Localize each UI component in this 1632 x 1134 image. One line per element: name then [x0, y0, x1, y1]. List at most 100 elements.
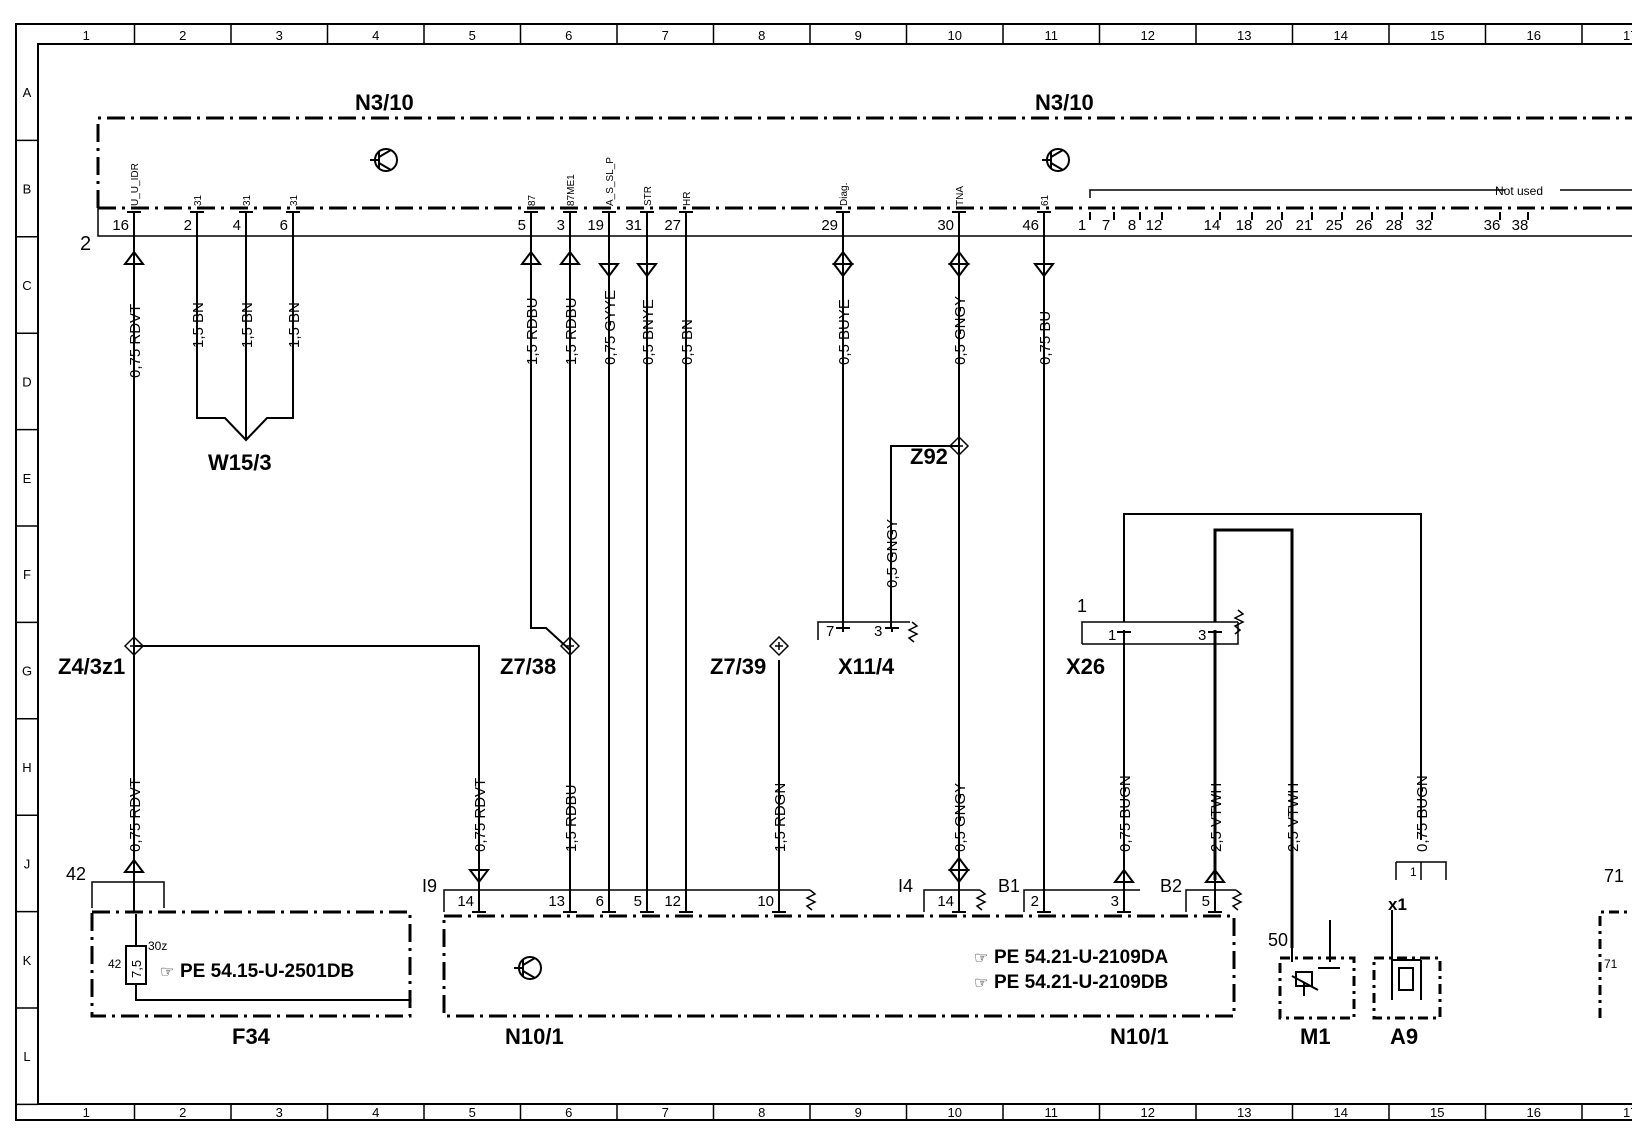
grid-row-label: E	[23, 471, 32, 486]
wire-z4-right	[134, 645, 480, 880]
pin-number: 4	[233, 217, 241, 234]
wire-label-z4-down: 0,75 RDVT	[127, 778, 144, 852]
pin-number: 46	[1022, 217, 1039, 234]
grid-col-label: 17	[1623, 1105, 1632, 1120]
grid-row-label: C	[22, 278, 31, 293]
edge-connector-71	[1598, 910, 1632, 1018]
unused-pin-number: 25	[1326, 217, 1343, 234]
wire-label: 0,5 BN	[679, 319, 696, 365]
unused-pin-number: 21	[1296, 217, 1313, 234]
grid-col-label: 2	[179, 28, 186, 43]
n10-1-conn-i4: I4	[898, 876, 913, 896]
n3-10-label-right: N3/10	[1035, 90, 1094, 115]
pin-number: 16	[112, 217, 129, 234]
pin-number: 31	[625, 217, 642, 234]
not-used-bracket	[1089, 189, 1632, 198]
spring-icon	[975, 889, 987, 911]
pin-stub	[952, 211, 966, 236]
n10-1-label-left: N10/1	[505, 1024, 564, 1049]
pin-stub	[1208, 900, 1222, 913]
wire-label: 0,5 BNYE	[640, 299, 657, 365]
unused-pin-number: 20	[1266, 217, 1283, 234]
grid-col-label: 9	[855, 1105, 862, 1120]
pin-number: 30	[937, 217, 954, 234]
x11-4-connector	[817, 621, 910, 640]
wire-label: 1,5 RDBU	[563, 297, 580, 365]
pin-stub	[679, 900, 693, 913]
unused-pin-number: 36	[1484, 217, 1501, 234]
x26-label: X26	[1066, 654, 1105, 679]
grid-col-label: 1	[83, 28, 90, 43]
x11-4-label: X11/4	[838, 654, 895, 679]
n10-1-ref2: PE 54.21-U-2109DB	[994, 972, 1168, 993]
pin-number: 2	[184, 217, 192, 234]
wire-label: 0,75 RDVT	[127, 304, 144, 378]
wire-label: 1,5 BN	[286, 302, 303, 348]
junction-icon	[768, 635, 790, 657]
pin-stub	[952, 900, 966, 913]
pin-number: 29	[821, 217, 838, 234]
n10-1-connector-i4	[923, 889, 980, 912]
grid-row-label: J	[24, 856, 31, 871]
x26-connector	[1081, 621, 1238, 644]
n10-1-connector-b2	[1185, 889, 1236, 912]
a9-contact: 1	[1410, 865, 1417, 879]
pin-number: 6	[280, 217, 288, 234]
x11-4-spring	[907, 621, 919, 643]
column-grid	[133, 24, 1583, 1120]
wire-label-a9: 0,75 BUGN	[1414, 775, 1431, 852]
grid-col-label: 15	[1430, 1105, 1444, 1120]
wire-gngy-branch	[890, 445, 959, 628]
pin-number: 13	[548, 893, 565, 910]
grid-col-label: 6	[565, 28, 572, 43]
f34-terminal: 30z	[148, 939, 167, 953]
f34-fuse-pin: 42	[108, 957, 122, 971]
pin-signal: STR	[643, 186, 654, 206]
transistor-icon	[1042, 148, 1070, 172]
unused-pin-number: 8	[1128, 217, 1136, 234]
connector-2-id: 2	[80, 233, 91, 255]
pin-number: 2	[1031, 893, 1039, 910]
grid-row-label: F	[23, 567, 31, 582]
spring-icon	[805, 889, 817, 911]
grid-col-label: 8	[758, 1105, 765, 1120]
a9-element-icon	[1398, 967, 1414, 991]
f34-connector	[91, 881, 165, 908]
relay-coil-icon	[1295, 971, 1313, 987]
pin-signal: 31	[289, 194, 300, 206]
pin-stub	[772, 900, 786, 913]
m1-terminal: 50	[1268, 930, 1288, 950]
z4-3z1-label: Z4/3z1	[58, 654, 125, 679]
pin-signal: A_S_SL_P	[605, 157, 616, 206]
pin-signal: 87ME1	[566, 174, 577, 206]
arrow-up-icon	[948, 856, 970, 900]
w15-3-label: W15/3	[208, 450, 272, 475]
wire-rdbu-87	[530, 260, 571, 651]
unused-pin-number: 18	[1236, 217, 1253, 234]
grid-col-label: 10	[948, 28, 962, 43]
pin-number: 19	[587, 217, 604, 234]
f34-ref: PE 54.15-U-2501DB	[180, 961, 354, 982]
grid-row-label: A	[23, 85, 32, 100]
wire-label-z92-branch: 0,5 GNGY	[884, 519, 901, 588]
pin-number: 5	[634, 893, 642, 910]
a9-internal	[1391, 910, 1422, 1000]
grid-col-label: 12	[1141, 28, 1155, 43]
grid-col-label: 2	[179, 1105, 186, 1120]
grid-col-label: 14	[1334, 28, 1348, 43]
z7-39-label: Z7/39	[710, 654, 766, 679]
pin-number: 14	[457, 893, 474, 910]
pin-number: 27	[664, 217, 681, 234]
edge-connector-id: 71	[1604, 866, 1624, 886]
pin-number: 10	[757, 893, 774, 910]
grid-row-label: B	[23, 182, 32, 197]
unused-pin-number: 12	[1146, 217, 1163, 234]
a9-pin: x1	[1388, 895, 1407, 914]
grid-col-label: 13	[1237, 28, 1251, 43]
x26-pin-a: 1	[1108, 627, 1116, 644]
grid-labels: 1122334455667788991010111112121313141415…	[22, 28, 1632, 1120]
w15-3-junction-wires	[196, 246, 294, 442]
n3-10-connector-bar	[97, 208, 1632, 237]
